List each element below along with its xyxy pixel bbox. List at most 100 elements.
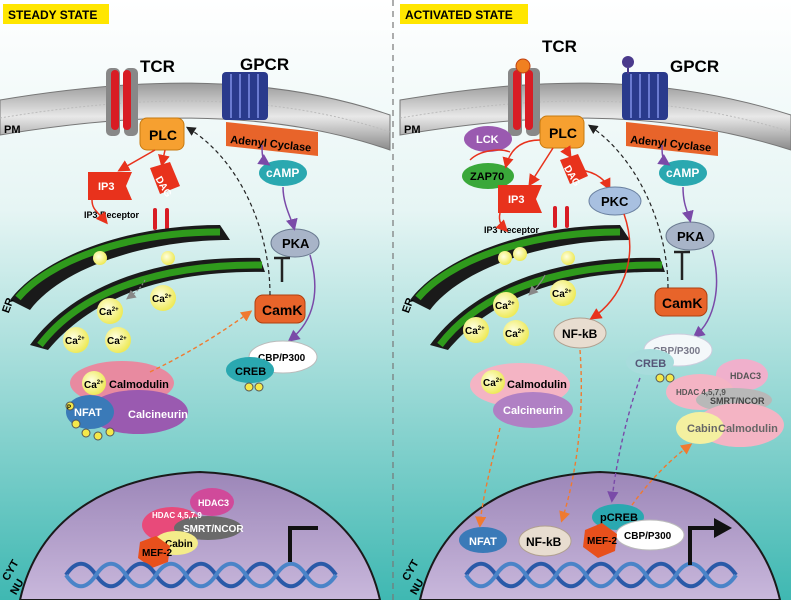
tcr-receptor-activated-icon (508, 58, 540, 136)
creb-node-activated (626, 349, 674, 375)
promoter-active-icon (688, 526, 716, 565)
lck-label: LCK (476, 134, 499, 146)
ip3-label: IP3 (98, 181, 115, 193)
camp-label: cAMP (266, 166, 299, 180)
er-icon-activated (410, 225, 665, 350)
calmodulin-calcineurin-complex-activated (470, 363, 573, 428)
er-label-activated: ER (400, 296, 417, 315)
tcr-label: TCR (140, 57, 175, 76)
ip3-receptor-icon (153, 208, 169, 230)
hdac3-label: HDAC3 (198, 498, 229, 508)
hdac3-label-activated: HDAC3 (730, 371, 761, 381)
plasma-membrane-activated (399, 82, 791, 151)
pm-label: PM (4, 124, 21, 136)
camk-label-activated: CamK (662, 295, 702, 311)
gpcr-label-activated: GPCR (670, 57, 719, 76)
calcineurin-label-activated: Calcineurin (503, 405, 563, 417)
cbp-label-activated: CBP/P300 (653, 346, 701, 357)
smrt-label: SMRT/NCOR (183, 524, 244, 535)
creb-label: CREB (235, 366, 266, 378)
pkc-label: PKC (601, 194, 629, 209)
calmodulin-label-exported: Calmodulin (718, 423, 778, 435)
ca-ion-text-3: Ca2+ (65, 336, 85, 347)
nfat-nuclear-label: NFAT (469, 536, 497, 548)
plc-label: PLC (149, 127, 177, 143)
mef2-label-activated: MEF-2 (587, 536, 617, 547)
ca-ion-activated-text-4: Ca2+ (505, 329, 525, 340)
ca-ion-text-2: Ca2+ (99, 307, 119, 318)
creb-node (226, 357, 274, 383)
pkc-node (588, 186, 642, 216)
steady-title: STEADY STATE (8, 8, 97, 22)
pka-label: PKA (282, 236, 310, 251)
plc-label-activated: PLC (549, 125, 577, 141)
gpcr-receptor-activated-icon (622, 56, 668, 120)
calmodulin-calcineurin-nfat-complex (66, 361, 188, 434)
camp-node-activated (659, 160, 707, 186)
hdac-complex-exported (666, 359, 784, 447)
activated-state-panel: ACTIVATED STATE PM TCR GPCR LCK (399, 4, 791, 600)
ip3-receptor-label: IP3 Receptor (84, 210, 140, 220)
nfkb-label: NF-kB (562, 327, 598, 341)
pm-label-activated: PM (404, 124, 421, 136)
pcreb-label: pCREB (600, 512, 638, 524)
ca-ion-activated-text-1: Ca2+ (495, 301, 515, 312)
mef2-hexagon-activated (583, 523, 617, 558)
hdac-label: HDAC 4,5,7,9 (152, 511, 202, 520)
activated-title-bg (400, 4, 528, 24)
calcineurin-label: Calcineurin (128, 409, 188, 421)
nfat-label: NFAT (74, 407, 102, 419)
camk-box (254, 294, 306, 324)
zap70-label: ZAP70 (470, 171, 504, 183)
pka-label-activated: PKA (677, 229, 705, 244)
calmodulin-label: Calmodulin (109, 379, 169, 391)
smrt-label-activated: SMRT/NCOR (710, 396, 765, 406)
creb-label-activated: CREB (635, 358, 666, 370)
camp-node (259, 160, 307, 186)
cbp-nuclear-label: CBP/P300 (624, 531, 672, 542)
phospho-group (65, 401, 115, 441)
p-label-1: P (67, 405, 71, 411)
lck-node (464, 126, 512, 152)
nfat-nuclear-node (459, 527, 507, 553)
ip3-label-activated: IP3 (508, 194, 525, 206)
tcr-receptor-icon (106, 68, 138, 136)
hdac-label-activated: HDAC 4,5,7,9 (676, 388, 726, 397)
cabin-label: Cabin (165, 539, 193, 550)
cbp-label: CBP/P300 (258, 353, 306, 364)
adenyl-cyclase-box (226, 122, 318, 156)
dag-shape (150, 162, 180, 194)
ca-ion-text-4: Ca2+ (107, 336, 127, 347)
camk-label: CamK (262, 302, 302, 318)
camp-label-activated: cAMP (666, 166, 699, 180)
nfkb-nuclear-node (518, 525, 572, 557)
steady-title-bg (3, 4, 109, 24)
ca-ion-activated-text-3: Ca2+ (465, 326, 485, 337)
dna-helix (64, 561, 338, 589)
ip3-receptor-label-activated: IP3 Receptor (484, 225, 540, 235)
camk-box-activated (654, 287, 708, 317)
gpcr-label: GPCR (240, 55, 289, 74)
gpcr-receptor-icon (222, 72, 268, 120)
zap70-node (462, 163, 514, 189)
calmodulin-label-activated: Calmodulin (507, 379, 567, 391)
ip3-shape-activated (498, 185, 542, 213)
mef2-hexagon (138, 536, 170, 568)
tcr-label-activated: TCR (542, 37, 577, 56)
complex-ca-text-activated: Ca2+ (483, 378, 503, 389)
activated-title: ACTIVATED STATE (405, 8, 513, 22)
adenyl-cyclase-box-activated (626, 122, 718, 156)
er-label: ER (0, 296, 17, 315)
complex-ca-text: Ca2+ (84, 380, 104, 391)
er-icon (10, 225, 265, 350)
steady-state-panel: STEADY STATE PM TCR GPCR PLC Adenyl Cycl… (0, 4, 391, 600)
ip3-receptor-icon-activated (553, 206, 569, 228)
calcium-ions (63, 251, 176, 353)
calcium-ions-activated (463, 247, 576, 346)
nfkb-nuclear-label: NF-kB (526, 535, 562, 549)
ip3-shape (88, 172, 132, 200)
dag-shape-activated (560, 154, 588, 184)
cabin-label-activated: Cabin (687, 423, 718, 435)
